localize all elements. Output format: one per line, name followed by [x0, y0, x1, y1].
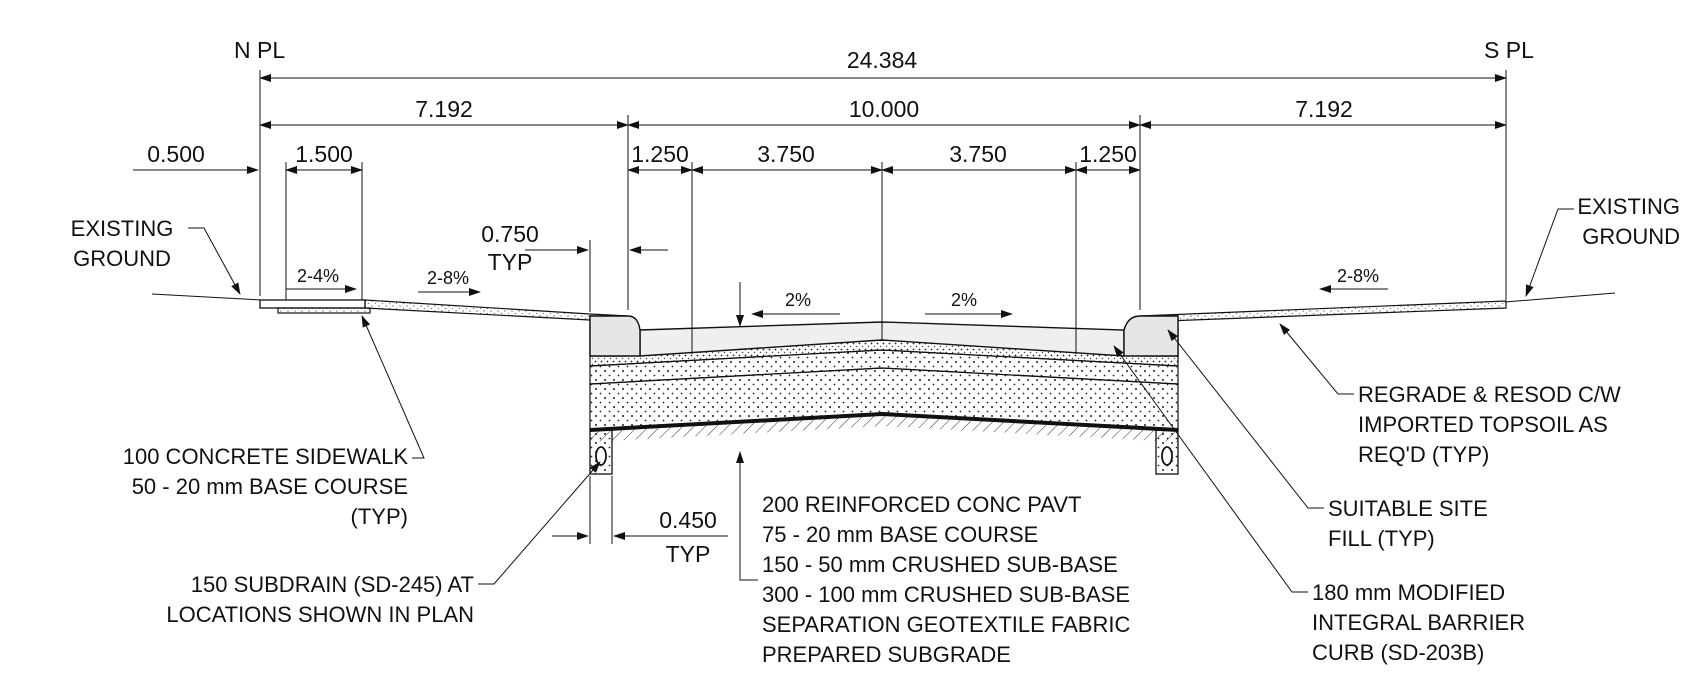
regrade-callout-line1: REGRADE & RESOD C/W — [1358, 382, 1621, 407]
right-boulevard-dimension: 7.192 — [1295, 96, 1353, 122]
fill-callout-line1: SUITABLE SITE — [1328, 496, 1488, 521]
pavement-callout-line4: 300 - 100 mm CRUSHED SUB-BASE — [762, 582, 1130, 607]
sidewalk-slab — [259, 299, 366, 309]
offset-dimension: 0.500 — [147, 141, 205, 167]
gutter-left-dimension: 1.250 — [631, 141, 689, 167]
leader-lines — [188, 208, 1574, 593]
subdrain-offset-typ: TYP — [666, 541, 711, 567]
pavement-callout-line6: PREPARED SUBGRADE — [762, 642, 1011, 667]
pavement-callout-line5: SEPARATION GEOTEXTILE FABRIC — [762, 612, 1130, 637]
fill-callout-line2: FILL (TYP) — [1328, 526, 1435, 551]
sidewalk-base — [277, 307, 371, 314]
right-boulevard-topsoil — [1139, 300, 1507, 323]
subdrain-callout-line1: 150 SUBDRAIN (SD-245) AT — [191, 572, 474, 597]
north-pl-label: N PL — [234, 37, 285, 63]
south-pl-label: S PL — [1484, 37, 1534, 63]
pavement-callout-line3: 150 - 50 mm CRUSHED SUB-BASE — [762, 552, 1118, 577]
existing-ground-right-line2: GROUND — [1582, 224, 1680, 249]
subdrain-callout-line2: LOCATIONS SHOWN IN PLAN — [166, 602, 474, 627]
sidewalk-callout-line2: 50 - 20 mm BASE COURSE — [132, 474, 408, 499]
cross-section-geometry — [151, 292, 1616, 475]
curb-callout-line2: INTEGRAL BARRIER — [1312, 610, 1525, 635]
curb-back-typ: TYP — [488, 249, 533, 275]
existing-ground-left-line2: GROUND — [73, 246, 171, 271]
left-boulevard-dimension: 7.192 — [415, 96, 473, 122]
right-subdrain-pipe — [1161, 446, 1173, 466]
roadway-dimension: 10.000 — [849, 96, 919, 122]
subdrain-offset-dimension: 0.450 — [659, 507, 717, 533]
left-integral-curb — [589, 315, 641, 357]
existing-ground-left-line1: EXISTING — [71, 216, 174, 241]
curb-back-dimension: 0.750 — [481, 221, 539, 247]
dimension-lines — [133, 70, 1507, 544]
left-subdrain-pipe — [595, 446, 607, 466]
lane-left-slope: 2% — [785, 290, 811, 310]
geotextile-fabric — [589, 411, 1179, 432]
lane-right-dimension: 3.750 — [949, 141, 1007, 167]
lane-left-dimension: 3.750 — [757, 141, 815, 167]
curb-callout-line3: CURB (SD-203B) — [1312, 640, 1484, 665]
sidewalk-callout-line1: 100 CONCRETE SIDEWALK — [123, 444, 409, 469]
sidewalk-callout-line3: (TYP) — [351, 504, 408, 529]
labels: N PL S PL 24.384 7.192 10.000 7.192 0.50… — [71, 37, 1680, 667]
sidewalk-slope: 2-4% — [297, 266, 339, 286]
slope-arrows — [286, 285, 1388, 318]
existing-ground-line-right — [1504, 292, 1616, 303]
left-boulevard-slope: 2-8% — [427, 268, 469, 288]
sidewalk-width-dimension: 1.500 — [295, 141, 353, 167]
pavement-callout-line2: 75 - 20 mm BASE COURSE — [762, 522, 1038, 547]
curb-callout-line1: 180 mm MODIFIED — [1312, 580, 1505, 605]
right-integral-curb — [1123, 315, 1179, 357]
existing-ground-line-left — [151, 293, 263, 301]
pavement-callout-line1: 200 REINFORCED CONC PAVT — [762, 492, 1081, 517]
regrade-callout-line3: REQ'D (TYP) — [1358, 442, 1489, 467]
existing-ground-right-line1: EXISTING — [1577, 194, 1680, 219]
left-boulevard-topsoil — [364, 299, 629, 321]
gutter-right-dimension: 1.250 — [1079, 141, 1137, 167]
overall-width-dimension: 24.384 — [847, 47, 918, 73]
right-boulevard-slope: 2-8% — [1337, 266, 1379, 286]
lane-right-slope: 2% — [951, 290, 977, 310]
regrade-callout-line2: IMPORTED TOPSOIL AS — [1358, 412, 1608, 437]
prepared-subgrade — [590, 416, 1178, 442]
